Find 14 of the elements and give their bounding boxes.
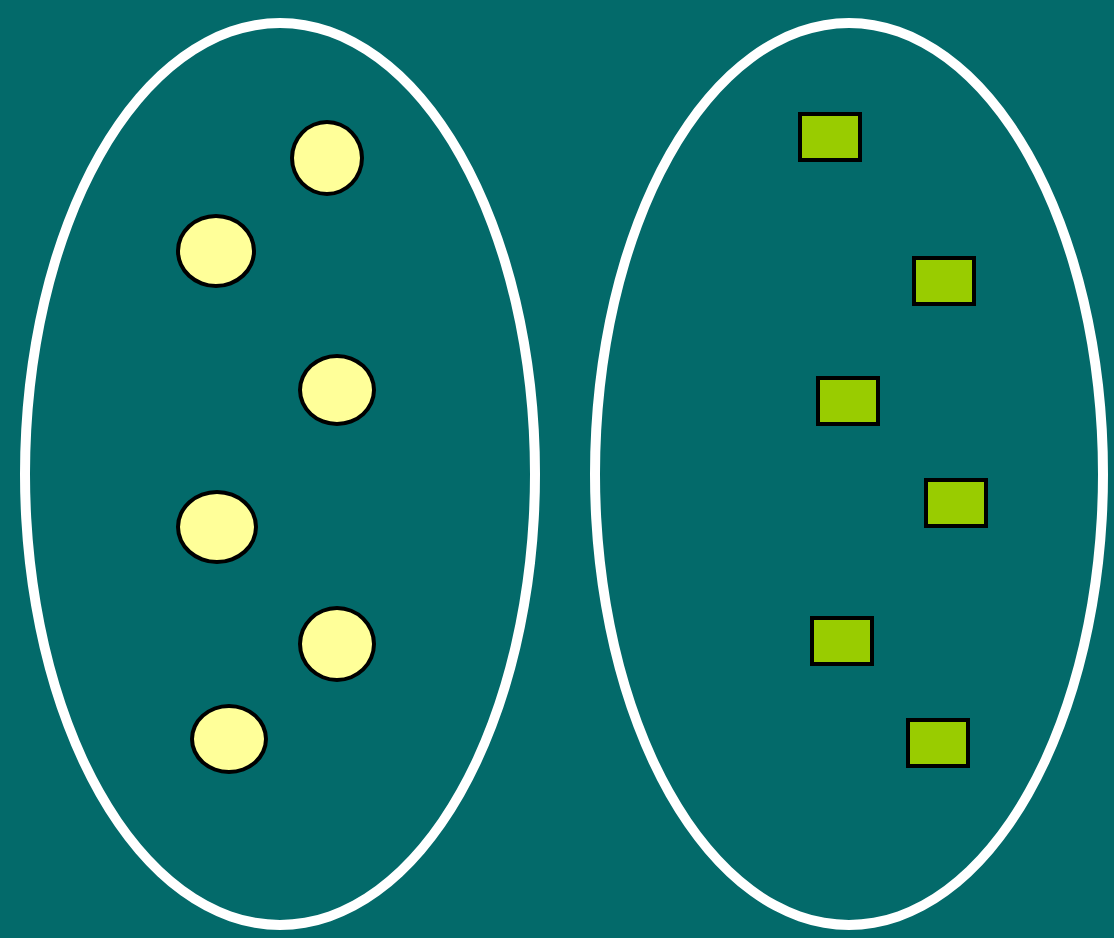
- square-element: [912, 256, 976, 306]
- square-element: [816, 376, 880, 426]
- set-ellipse: [590, 18, 1108, 930]
- square-element: [924, 478, 988, 528]
- square-element: [810, 616, 874, 666]
- set-ellipse: [20, 18, 540, 930]
- circle-element: [190, 704, 268, 774]
- circle-element: [176, 214, 256, 288]
- square-element: [798, 112, 862, 162]
- circle-element: [290, 120, 364, 196]
- circle-element: [298, 606, 376, 682]
- square-element: [906, 718, 970, 768]
- circle-element: [176, 490, 258, 564]
- circle-element: [298, 354, 376, 426]
